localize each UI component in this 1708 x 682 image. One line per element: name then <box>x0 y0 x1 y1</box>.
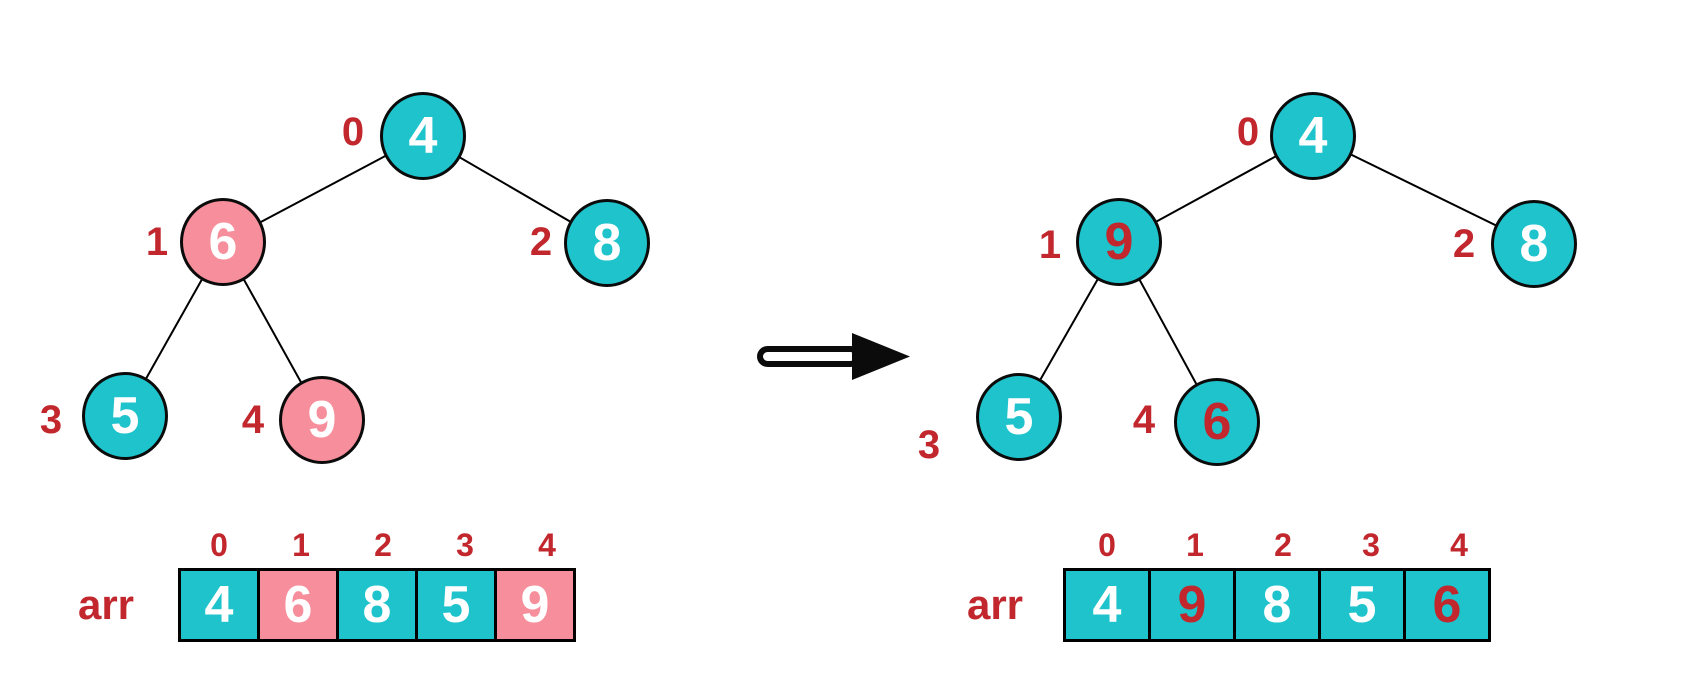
node-index-label: 1 <box>145 220 169 264</box>
node-index-label: 2 <box>529 220 553 264</box>
array-cell: 9 <box>494 568 576 642</box>
tree-node: 5 <box>976 373 1062 461</box>
array-index: 2 <box>374 527 392 563</box>
node-value: 4 <box>1298 107 1328 165</box>
array-cell-value: 9 <box>1177 576 1207 634</box>
array-index: 3 <box>1362 527 1380 563</box>
node-index-label: 3 <box>917 423 941 467</box>
array-index: 1 <box>292 527 310 563</box>
array-cell-value: 8 <box>1262 576 1292 634</box>
array-cell-value: 9 <box>520 576 550 634</box>
array-cell-row: 4 6 8 5 9 <box>178 568 588 642</box>
array-cell-value: 5 <box>441 576 471 634</box>
tree-node: 5 <box>82 372 168 460</box>
array-cell: 8 <box>336 568 418 642</box>
node-index-label: 0 <box>341 110 365 154</box>
array-cell: 5 <box>415 568 497 642</box>
node-value: 5 <box>110 387 140 445</box>
array-index: 1 <box>1186 527 1204 563</box>
tree-node: 4 <box>1270 92 1356 180</box>
array-cell-row: 4 9 8 5 6 <box>1063 568 1503 642</box>
right-array: 0 1 2 3 4 4 9 8 5 6 <box>1063 529 1503 642</box>
node-value: 8 <box>592 214 622 272</box>
array-cell: 8 <box>1233 568 1321 642</box>
tree-node: 9 <box>1076 198 1162 286</box>
node-value: 4 <box>408 107 438 165</box>
array-index-row: 0 1 2 3 4 <box>1063 529 1503 561</box>
tree-node: 4 <box>380 92 466 180</box>
array-index: 0 <box>210 527 228 563</box>
array-cell-value: 5 <box>1347 576 1377 634</box>
array-cell-value: 6 <box>1432 576 1462 634</box>
array-cell: 9 <box>1148 568 1236 642</box>
node-value: 9 <box>1104 213 1134 271</box>
node-index-label: 1 <box>1038 223 1062 267</box>
array-cell: 6 <box>257 568 339 642</box>
node-value: 6 <box>208 213 238 271</box>
node-index-label: 4 <box>1132 398 1156 442</box>
array-cell-value: 6 <box>283 576 313 634</box>
node-value: 9 <box>307 391 337 449</box>
array-index: 4 <box>538 527 556 563</box>
node-index-label: 3 <box>39 398 63 442</box>
array-cell: 4 <box>1063 568 1151 642</box>
array-cell: 4 <box>178 568 260 642</box>
node-index-label: 0 <box>1236 110 1260 154</box>
tree-node: 9 <box>279 376 365 464</box>
array-label: arr <box>77 581 135 628</box>
array-cell-value: 4 <box>1092 576 1122 634</box>
node-value: 6 <box>1202 393 1232 451</box>
array-index: 3 <box>456 527 474 563</box>
tree-node: 6 <box>180 198 266 286</box>
array-cell: 5 <box>1318 568 1406 642</box>
array-label: arr <box>966 581 1024 628</box>
node-value: 5 <box>1004 388 1034 446</box>
array-cell: 6 <box>1403 568 1491 642</box>
array-index: 2 <box>1274 527 1292 563</box>
array-cell-value: 4 <box>204 576 234 634</box>
array-cell-value: 8 <box>362 576 392 634</box>
array-index: 0 <box>1098 527 1116 563</box>
left-array: 0 1 2 3 4 4 6 8 5 9 <box>178 529 588 642</box>
array-index: 4 <box>1450 527 1468 563</box>
node-index-label: 2 <box>1452 222 1476 266</box>
tree-node: 6 <box>1174 378 1260 466</box>
array-index-row: 0 1 2 3 4 <box>178 529 588 561</box>
node-value: 8 <box>1519 215 1549 273</box>
node-index-label: 4 <box>241 398 265 442</box>
tree-node: 8 <box>1491 200 1577 288</box>
transform-arrow-icon <box>757 333 910 380</box>
tree-node: 8 <box>564 199 650 287</box>
